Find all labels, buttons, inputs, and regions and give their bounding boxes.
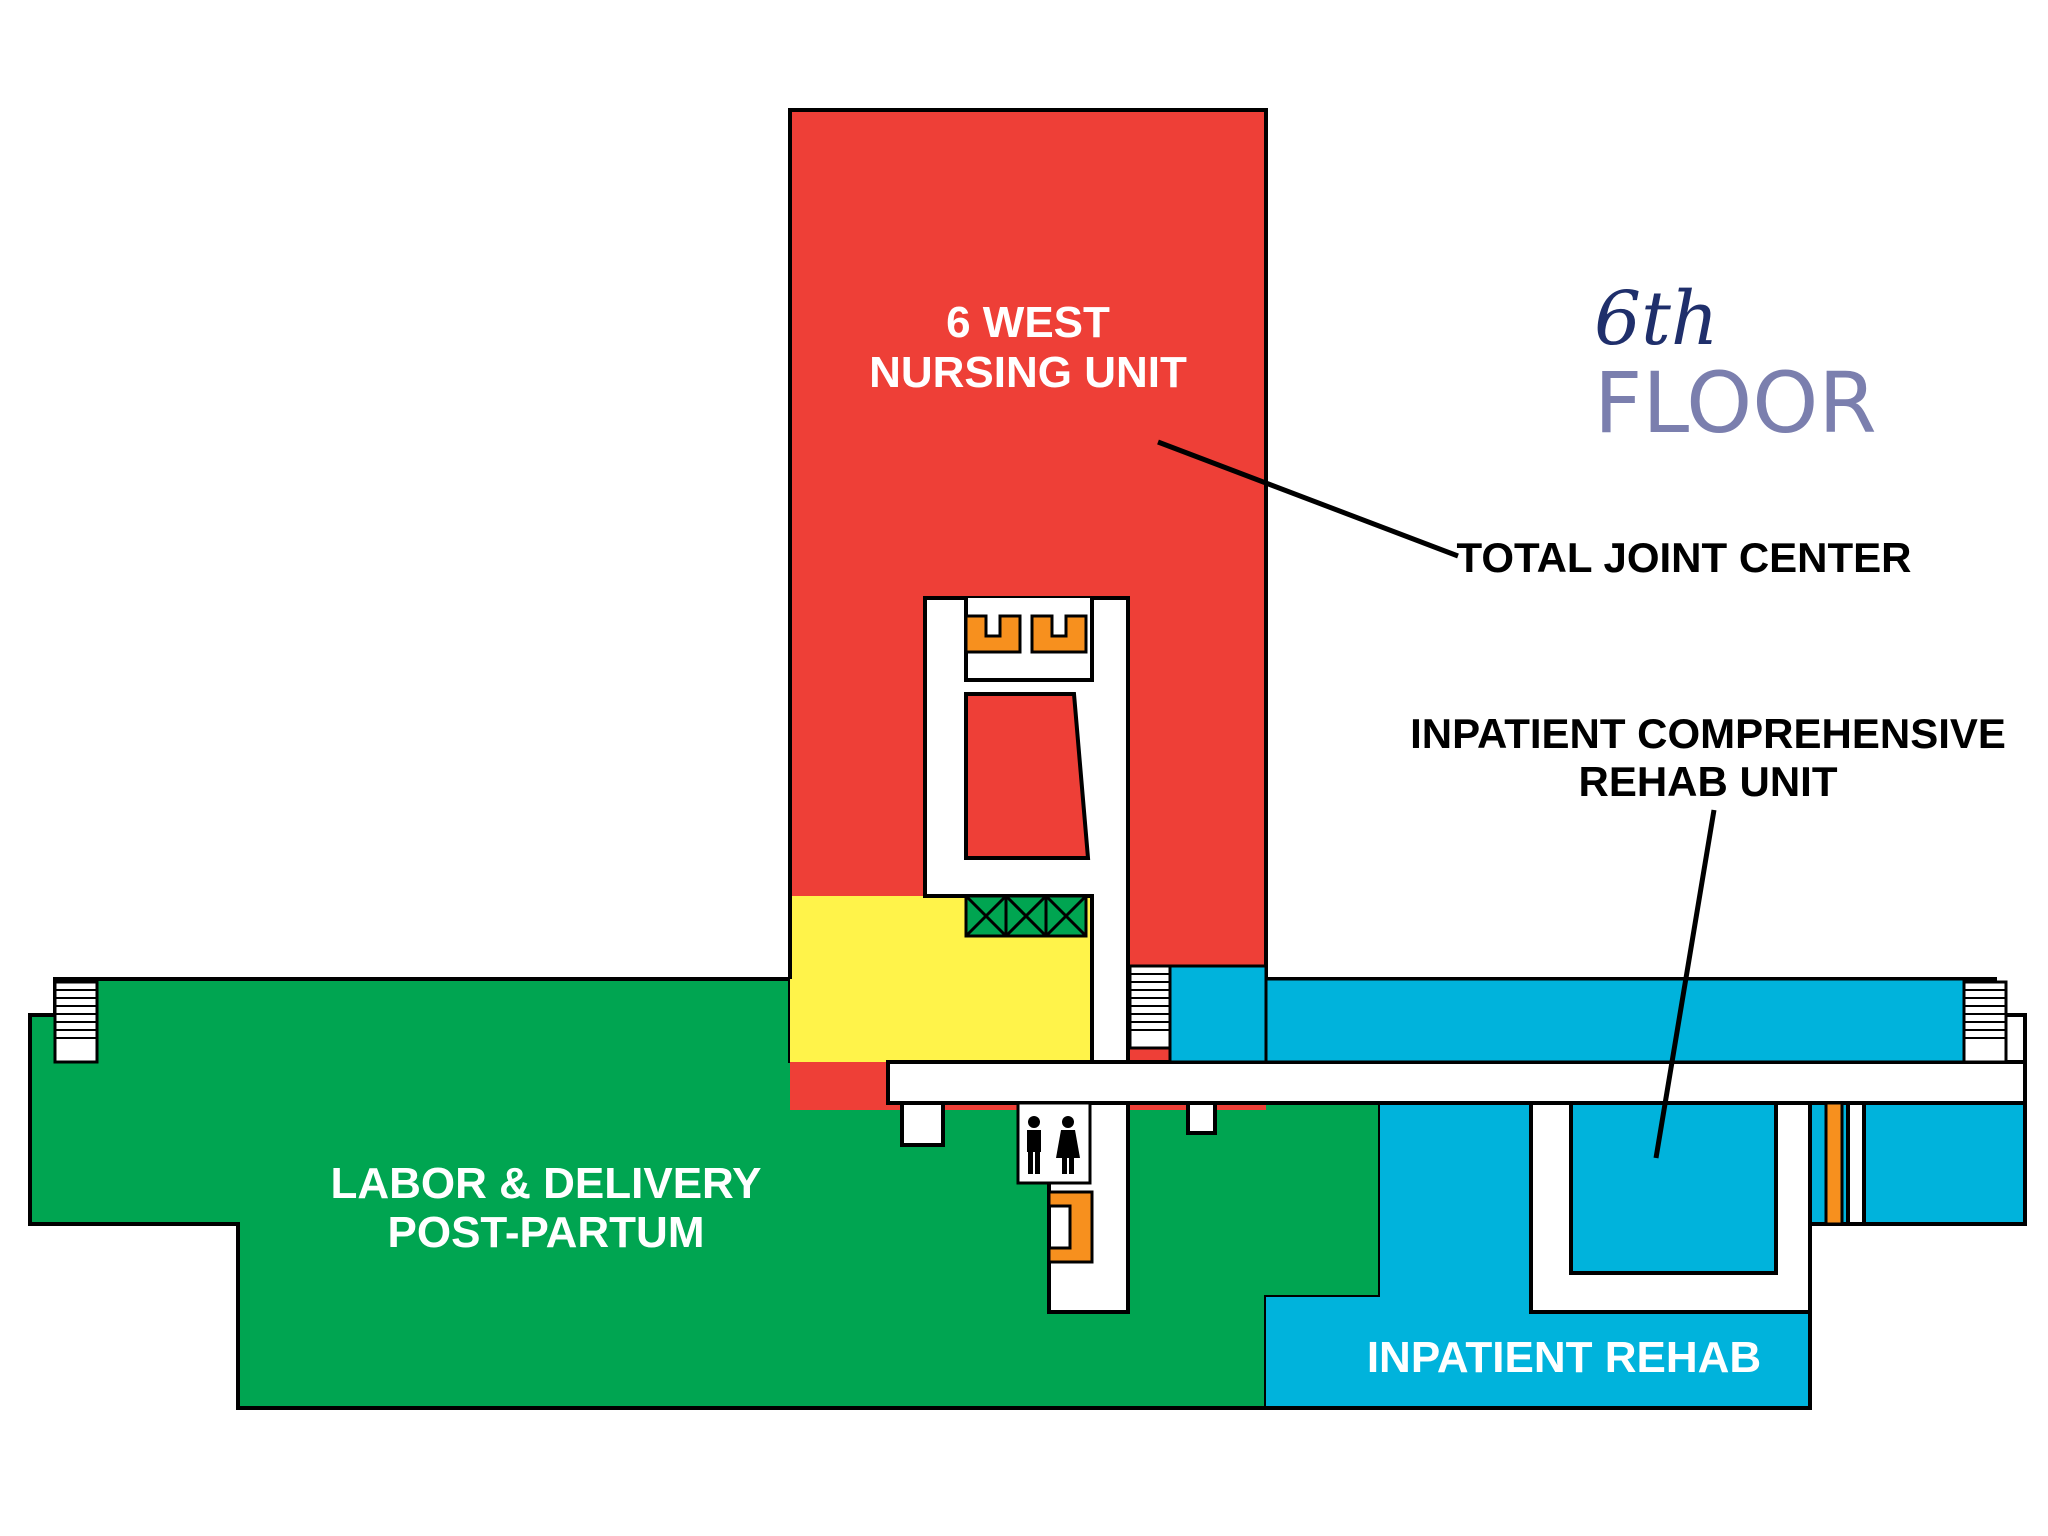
comp-rehab-room <box>1569 1101 1778 1275</box>
restroom-icon <box>1016 1101 1092 1185</box>
label-labor-line2: POST-PARTUM <box>388 1208 705 1257</box>
elevator-icon <box>1047 1190 1094 1264</box>
elevator-icon <box>1824 1101 1844 1226</box>
floor-word: FLOOR <box>1594 354 1877 452</box>
core-inner-room <box>964 692 1091 860</box>
floor-number: 6th <box>1594 276 1718 362</box>
label-inpatient-rehab: INPATIENT REHAB <box>1367 1333 1761 1382</box>
elevator-icon <box>964 614 1088 654</box>
label-6-west-line2: NURSING UNIT <box>869 348 1187 397</box>
label-6-west-line1: 6 WEST <box>946 298 1110 347</box>
label-labor-line1: LABOR & DELIVERY <box>330 1159 761 1208</box>
leader-joint-center <box>1157 439 1459 559</box>
label-comp-rehab-line2: REHAB UNIT <box>1579 758 1838 805</box>
crossed-boxes <box>964 894 1088 938</box>
label-comp-rehab-line1: INPATIENT COMPREHENSIVE <box>1410 710 2006 757</box>
label-total-joint-center: TOTAL JOINT CENTER <box>1456 534 1911 581</box>
leader-comp-rehab <box>1653 809 1717 1159</box>
